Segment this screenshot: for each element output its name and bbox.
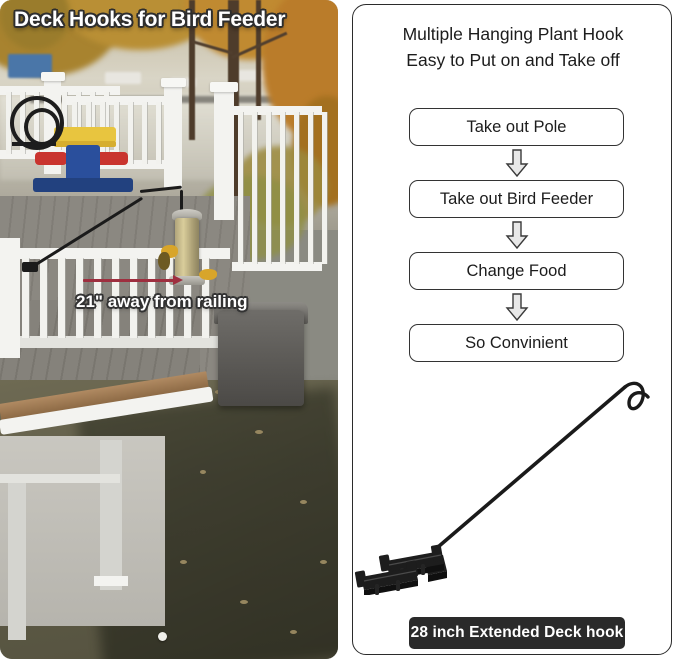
railing-post-cap xyxy=(210,82,238,92)
deck-support-post xyxy=(8,480,26,640)
railing-post-cap xyxy=(161,78,186,87)
railing-baluster xyxy=(280,112,285,264)
foreground-railing-bottom xyxy=(0,336,230,348)
s-hook-end xyxy=(623,381,650,411)
info-panel-heading: Multiple Hanging Plant Hook Easy to Put … xyxy=(353,21,671,73)
railing-top-rail xyxy=(232,106,322,115)
railing-baluster xyxy=(114,102,119,164)
fallen-leaf xyxy=(200,470,206,474)
rocking-chair xyxy=(10,96,64,150)
boat xyxy=(105,72,141,84)
flow-arrow-2 xyxy=(409,218,624,252)
foreground-railing-top xyxy=(0,248,230,259)
deck-skirting xyxy=(0,436,165,626)
hook-base-block-shadow xyxy=(428,571,447,582)
railing-post-cap xyxy=(41,72,65,81)
measurement-arrow-head xyxy=(173,275,183,285)
flow-arrow-3 xyxy=(409,290,624,324)
railing-baluster xyxy=(104,92,109,154)
picnic-table-top xyxy=(54,127,116,143)
down-arrow-icon xyxy=(505,221,528,250)
railing-baluster xyxy=(294,112,299,264)
railing-baluster xyxy=(238,112,243,264)
measurement-annotation: 21" away from railing xyxy=(76,292,248,311)
bird xyxy=(158,252,170,270)
railing-baluster xyxy=(142,102,147,164)
railing-baluster xyxy=(184,258,191,338)
product-label-badge: 28 inch Extended Deck hook xyxy=(409,617,625,649)
railing-baluster xyxy=(252,112,257,264)
down-arrow-icon xyxy=(505,149,528,178)
boat xyxy=(238,70,268,81)
railing-baluster xyxy=(76,92,81,154)
flow-step-change-food: Change Food xyxy=(409,252,624,290)
railing-baluster xyxy=(166,258,173,338)
deck-hook-product-drawing xyxy=(354,381,650,595)
railing-baluster xyxy=(22,258,29,338)
railing-baluster xyxy=(94,258,101,338)
measurement-arrow-line xyxy=(83,279,175,282)
fallen-leaf xyxy=(320,560,327,564)
rocking-chair xyxy=(24,108,60,146)
heading-line-1: Multiple Hanging Plant Hook xyxy=(402,24,624,44)
fallen-leaf xyxy=(255,430,263,434)
tree-trunk xyxy=(256,0,261,120)
railing-baluster xyxy=(322,112,327,264)
railing-baluster xyxy=(112,258,119,338)
railing-baluster xyxy=(148,258,155,338)
deck-band xyxy=(0,474,120,483)
grill xyxy=(218,310,304,406)
railing-baluster xyxy=(156,102,161,164)
golf-ball xyxy=(158,632,167,641)
railing-baluster xyxy=(266,112,271,264)
bird xyxy=(199,269,217,280)
product-illustration xyxy=(353,365,671,595)
picnic-table-base xyxy=(33,178,133,192)
railing-bottom-rail xyxy=(232,262,322,271)
railing-baluster xyxy=(76,258,83,338)
picnic-table-bench xyxy=(35,152,67,165)
railing-baluster xyxy=(202,258,209,338)
photo-scene: 21" away from railing Deck Hooks for Bir… xyxy=(0,0,338,659)
heading-line-2: Easy to Put on and Take off xyxy=(406,50,620,70)
fallen-leaf xyxy=(180,560,187,564)
picnic-table-top-edge xyxy=(54,141,116,147)
flow-arrow-1 xyxy=(409,146,624,180)
flow-step-so-convinient: So Convinient xyxy=(409,324,624,362)
fallen-leaf xyxy=(300,500,307,504)
railing-post xyxy=(164,84,182,189)
rocking-chair-frame xyxy=(12,142,56,146)
hook-rod xyxy=(436,385,627,549)
deck-hook-tip xyxy=(180,190,184,212)
product-photo-panel: 21" away from railing Deck Hooks for Bir… xyxy=(0,0,338,659)
flow-step-take-out-pole: Take out Pole xyxy=(409,108,624,146)
railing-post xyxy=(0,238,20,358)
railing-baluster xyxy=(58,258,65,338)
product-label-text: 28 inch Extended Deck hook xyxy=(410,624,624,641)
usage-flowchart: Take out Pole Take out Bird Feeder Chang… xyxy=(409,108,624,362)
railing-post xyxy=(214,90,234,220)
deck-post-cap xyxy=(94,576,128,586)
fallen-leaf xyxy=(290,630,297,634)
info-panel: Multiple Hanging Plant Hook Easy to Put … xyxy=(352,4,672,655)
railing-baluster xyxy=(6,92,11,154)
railing-baluster xyxy=(130,258,137,338)
photo-title: Deck Hooks for Bird Feeder xyxy=(14,8,286,31)
railing-baluster xyxy=(40,258,47,338)
railing-baluster xyxy=(308,112,313,264)
railing-baluster xyxy=(128,102,133,164)
bird-feeder-body xyxy=(175,218,199,278)
fallen-leaf xyxy=(240,600,248,604)
flow-step-take-out-bird-feeder: Take out Bird Feeder xyxy=(409,180,624,218)
bird-feeder-base xyxy=(169,276,205,285)
tree-trunk xyxy=(189,0,195,140)
deck-support-post xyxy=(100,440,122,590)
railing-top-rail xyxy=(66,96,176,105)
down-arrow-icon xyxy=(505,293,528,322)
railing-baluster xyxy=(62,92,67,154)
railing-baluster xyxy=(90,92,95,154)
clamp-bracket-front xyxy=(354,560,419,595)
deck-hook-bracket xyxy=(22,262,38,272)
picnic-table-bench xyxy=(96,152,128,165)
